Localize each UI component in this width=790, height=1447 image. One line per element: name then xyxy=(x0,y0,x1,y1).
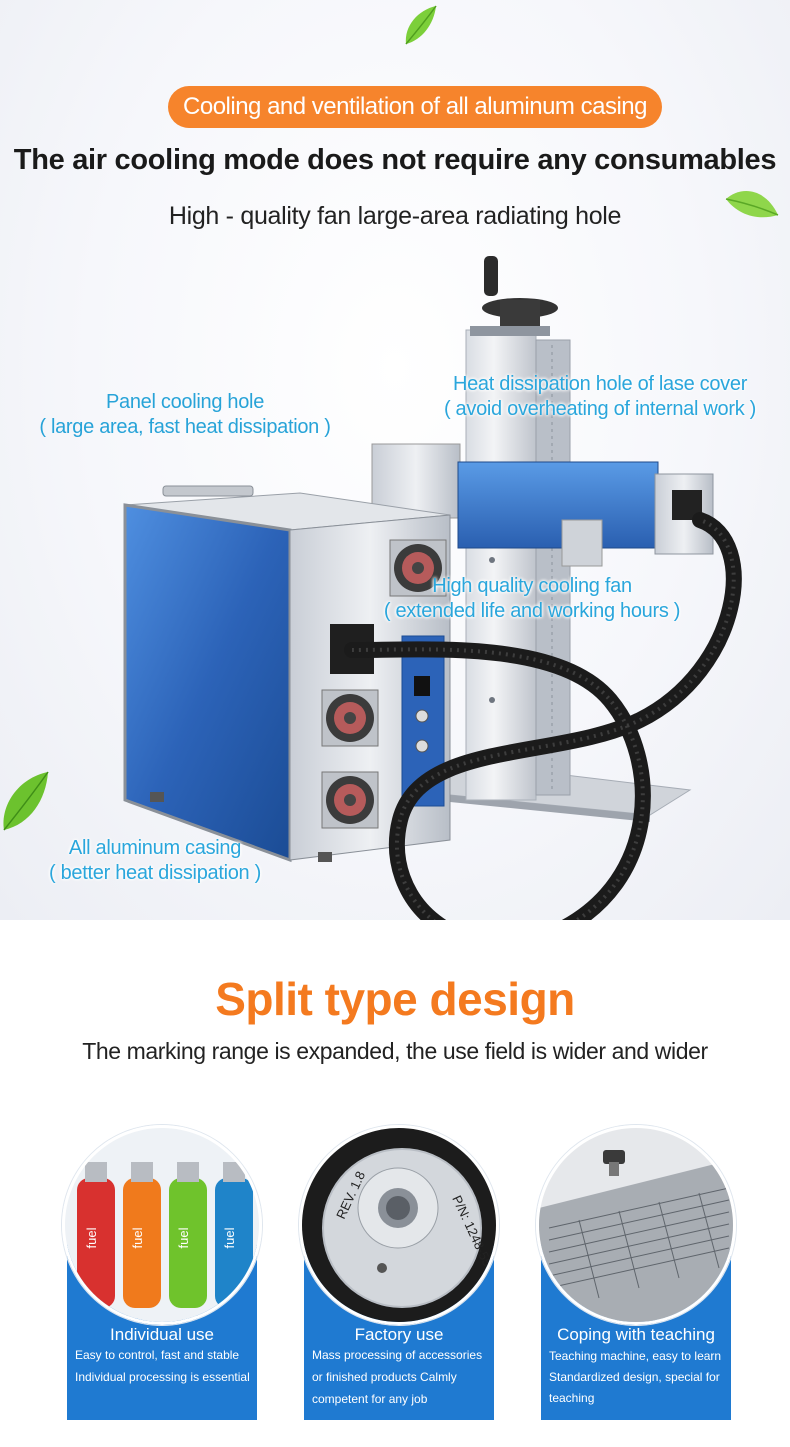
card-image-metal-part: REV. 1.8 P/N: 1248-55 xyxy=(299,1125,499,1325)
callout-detail: ( avoid overheating of internal work ) xyxy=(443,398,757,420)
bottles-image: fuel fuel fuel fuel xyxy=(65,1128,259,1322)
callout-title: All aluminum casing xyxy=(68,837,242,859)
callout-aluminum-casing: All aluminum casing ( better heat dissip… xyxy=(30,836,280,886)
card-line: competent for any job xyxy=(312,1392,428,1406)
callout-heat-dissipation: Heat dissipation hole of lase cover ( av… xyxy=(430,372,770,422)
card-line: or finished products Calmly xyxy=(312,1370,457,1384)
callout-detail: ( extended life and working hours ) xyxy=(383,600,681,622)
metal-part-image: REV. 1.8 P/N: 1248-55 xyxy=(302,1128,496,1322)
headline: The air cooling mode does not require an… xyxy=(13,144,777,176)
card-title: Individual use xyxy=(110,1325,214,1344)
card-line: teaching xyxy=(549,1391,595,1405)
leaf-icon xyxy=(725,191,779,218)
laser-machine-image xyxy=(123,256,742,920)
card-line: Standardized design, special for xyxy=(549,1370,720,1384)
callout-title: Heat dissipation hole of lase cover xyxy=(452,373,748,395)
hero-section: Cooling and ventilation of all aluminum … xyxy=(0,0,790,920)
card-image-bottles: fuel fuel fuel fuel xyxy=(62,1125,262,1325)
subheadline: High - quality fan large-area radiating … xyxy=(168,202,622,230)
card-line: Teaching machine, easy to learn xyxy=(549,1349,722,1363)
callout-title: Panel cooling hole xyxy=(105,391,265,413)
callout-panel-cooling: Panel cooling hole ( large area, fast he… xyxy=(30,390,340,440)
bottle-label: fuel xyxy=(222,1227,237,1248)
card-line: Individual processing is essential xyxy=(75,1370,250,1384)
section-badge: Cooling and ventilation of all aluminum … xyxy=(168,86,662,128)
leaf-icon xyxy=(3,771,49,831)
callout-detail: ( large area, fast heat dissipation ) xyxy=(39,416,331,438)
callout-cooling-fan: High quality cooling fan ( extended life… xyxy=(372,574,692,624)
section-title: Split type design xyxy=(215,973,575,1025)
callout-title: High quality cooling fan xyxy=(432,575,632,597)
card-line: Easy to control, fast and stable xyxy=(75,1348,240,1362)
bottle-label: fuel xyxy=(84,1227,99,1248)
card-description: Mass processing of accessories or finish… xyxy=(312,1344,492,1410)
bottle-label: fuel xyxy=(130,1227,145,1248)
card-line: Mass processing of accessories xyxy=(312,1348,483,1362)
bottle-label: fuel xyxy=(176,1227,191,1248)
card-description: Easy to control, fast and stable Individ… xyxy=(75,1344,255,1388)
card-image-engraved-plate xyxy=(536,1125,736,1325)
card-description: Teaching machine, easy to learn Standard… xyxy=(549,1346,729,1409)
card-title: Factory use xyxy=(354,1325,444,1344)
leaf-icon xyxy=(405,5,437,45)
engraved-plate-image xyxy=(539,1128,733,1322)
section-subtitle: The marking range is expanded, the use f… xyxy=(82,1038,708,1064)
callout-detail: ( better heat dissipation ) xyxy=(48,862,262,884)
card-title: Coping with teaching xyxy=(557,1325,715,1344)
